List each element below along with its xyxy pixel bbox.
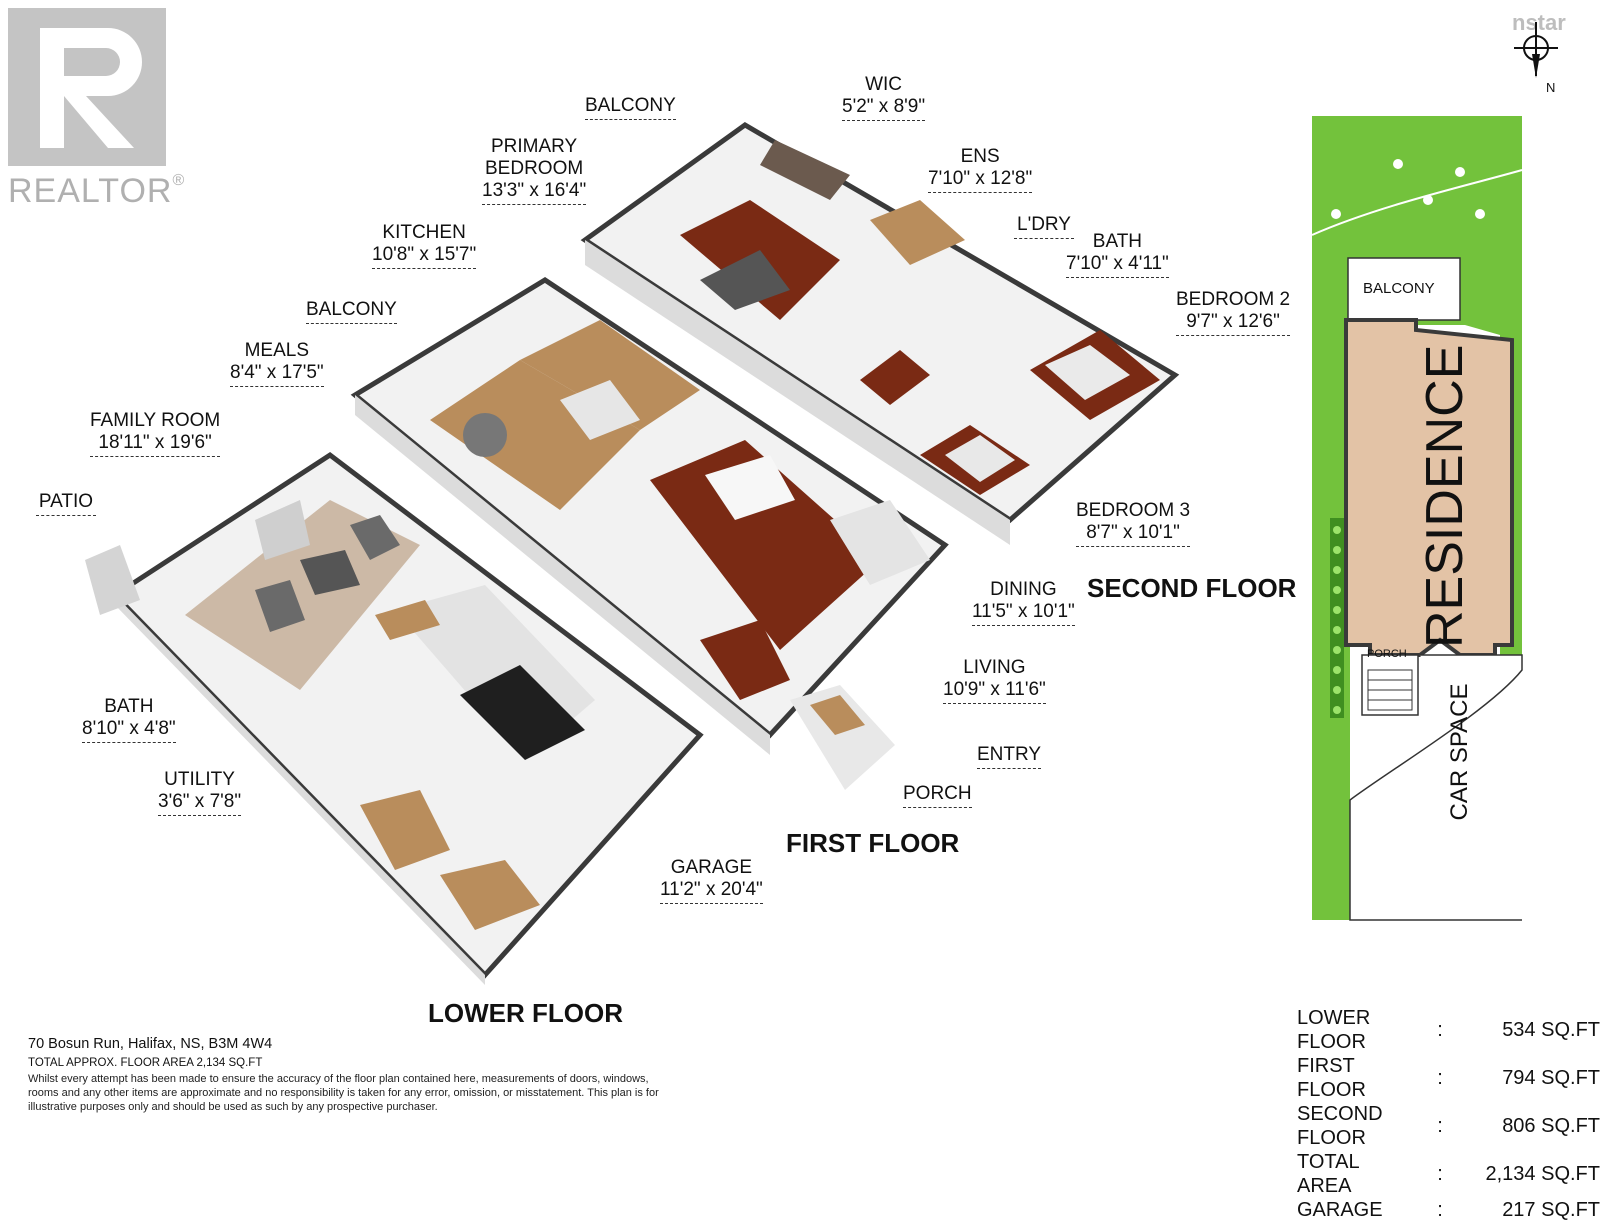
room-label-entry: ENTRY (977, 744, 1042, 769)
sofa-icon (830, 500, 930, 585)
floor-plan-stage: REALTOR® nstar N (8, 8, 1600, 1221)
second-floor-title: SECOND FLOOR (1087, 573, 1297, 603)
car-icon (460, 665, 585, 760)
site-plan (1311, 116, 1523, 921)
north-label: N (1546, 80, 1556, 95)
lot-line (1311, 169, 1523, 236)
tv-icon (255, 500, 310, 560)
ottoman-icon (300, 550, 360, 595)
site-porch-label: PORCH (1367, 648, 1407, 660)
registered-mark: ® (172, 172, 186, 189)
room-label-balcony-mid: BALCONY (306, 299, 397, 324)
car-space-area (1349, 654, 1523, 921)
realtor-wordmark: REALTOR (8, 172, 173, 210)
area-summary-table: LOWER FLOOR:534 SQ.FT FIRST FLOOR:794 SQ… (1297, 1006, 1600, 1222)
bed-icon (700, 250, 790, 310)
area-row: TOTAL AREA:2,134 SQ.FT (1297, 1151, 1600, 1197)
lower-floor-title: LOWER FLOOR (428, 998, 623, 1028)
realtor-logo: REALTOR® (8, 8, 188, 211)
realtor-r-icon (8, 8, 166, 166)
site-porch (1361, 654, 1419, 716)
isometric-floor-plans (85, 122, 1180, 985)
residence-label: RESIDENCE (1416, 344, 1474, 648)
north-compass-icon (1514, 22, 1558, 78)
family-room-floor (185, 500, 420, 690)
address: 70 Bosun Run, Halifax, NS, B3M 4W4 (28, 1036, 273, 1052)
site-balcony-label: BALCONY (1363, 280, 1435, 297)
kitchen-floor (520, 320, 700, 430)
first-floor-title: FIRST FLOOR (786, 828, 960, 858)
patio-floor (85, 545, 140, 615)
site-balcony (1347, 257, 1461, 321)
room-label-balcony-upper: BALCONY (585, 95, 676, 120)
dining-table-first (705, 455, 795, 520)
first-floor-plan (350, 277, 949, 790)
room-label-laundry: L'DRY (1014, 214, 1074, 239)
nstar-logo: nstar (1512, 10, 1566, 35)
area-row: SECOND FLOOR:806 SQ.FT (1297, 1103, 1600, 1149)
total-floor-area: TOTAL APPROX. FLOOR AREA 2,134 SQ.FT (28, 1057, 263, 1069)
area-row: GARAGE:217 SQ.FT (1297, 1199, 1600, 1221)
room-label-porch: PORCH (903, 783, 972, 808)
armchair-icon (350, 515, 400, 560)
lower-floor-plan (85, 451, 704, 985)
disclaimer: Whilst every attempt has been made to en… (28, 1073, 659, 1113)
dining-table-icon (463, 413, 507, 457)
second-floor-plan (580, 122, 1180, 545)
living-dining-floor (650, 440, 880, 650)
meals-floor (430, 360, 640, 510)
car-space-label: CAR SPACE (1446, 683, 1473, 821)
area-row: LOWER FLOOR:534 SQ.FT (1297, 1007, 1600, 1053)
area-row: FIRST FLOOR:794 SQ.FT (1297, 1055, 1600, 1101)
room-label-patio: PATIO (36, 491, 96, 516)
